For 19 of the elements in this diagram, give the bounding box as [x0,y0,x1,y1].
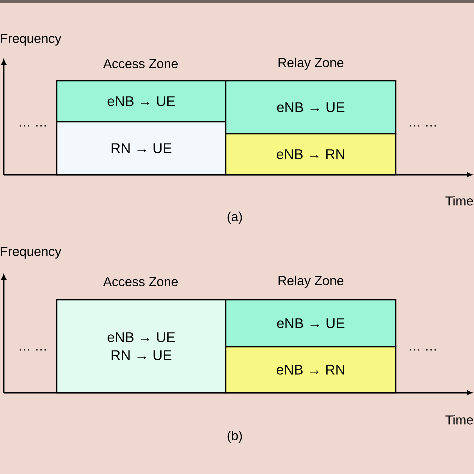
zone-box: eNB → RN [225,346,397,394]
zone-label: Relay Zone [278,276,344,288]
panel-label: (b) [228,430,242,444]
zone-box: eNB → RN [225,133,397,176]
axis-label: Frequency [1,247,62,259]
zone-label: Access Zone [103,277,178,287]
zone-box: eNB → UE [225,80,397,135]
zone-box: eNB → UE [225,299,397,348]
zone-box: RN → UE [56,121,227,176]
zone-box: eNB → UE RN → UE [56,299,227,394]
panel-label: (a) [228,212,242,224]
ellipsis: … … [410,349,436,351]
ellipsis: … … [410,125,436,127]
zone-box: eNB → UE [56,80,227,123]
ellipsis: … … [20,125,46,127]
zone-label: Access Zone [103,59,178,69]
axis-label: Frequency [1,34,62,46]
axis-label: Time [446,196,474,206]
axis-label: Time [446,415,474,425]
